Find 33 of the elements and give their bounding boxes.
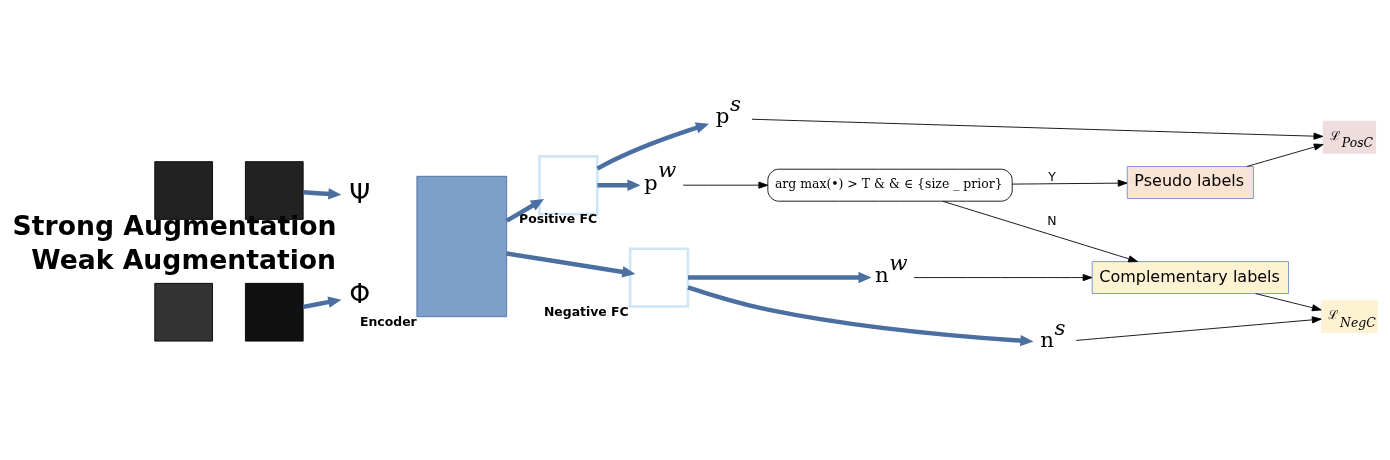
node-label: Negative FC: [543, 303, 629, 319]
node-box: [154, 282, 213, 342]
edge-label: Y: [1048, 168, 1056, 184]
node-label: Weak Augmentation: [31, 243, 337, 275]
arrow: [302, 295, 342, 309]
arrow: [682, 181, 769, 189]
node-box: [244, 282, 304, 342]
arrow: [506, 250, 636, 278]
node-box: [538, 154, 599, 215]
node-text: Φ: [349, 277, 371, 309]
arrow: [1246, 143, 1324, 167]
arrow: [688, 271, 872, 283]
arrow: [913, 273, 1093, 281]
arrow: [1255, 292, 1322, 311]
node-box: [628, 246, 690, 308]
arrow: [596, 121, 709, 171]
node-box: Pseudo labels: [1126, 165, 1254, 199]
node-box: arg max(•) > T & & ∈ {size _ prior}: [767, 168, 1013, 202]
node-label: Strong Augmentation: [12, 209, 337, 240]
arrow: [505, 198, 544, 223]
edge-label: N: [1047, 212, 1057, 228]
arrow: [303, 187, 342, 200]
arrow: [597, 178, 641, 191]
arrow: [942, 200, 1138, 262]
node-label: Positive FC: [519, 210, 598, 226]
arrow: [687, 284, 1034, 346]
node-text: Ψ: [349, 177, 371, 209]
arrow: [751, 118, 1324, 140]
node-box: [416, 175, 508, 317]
node-box: Complementary labels: [1091, 260, 1289, 294]
arrow: [1075, 315, 1322, 341]
node-label: Encoder: [360, 313, 417, 329]
arrow: [1011, 179, 1128, 187]
